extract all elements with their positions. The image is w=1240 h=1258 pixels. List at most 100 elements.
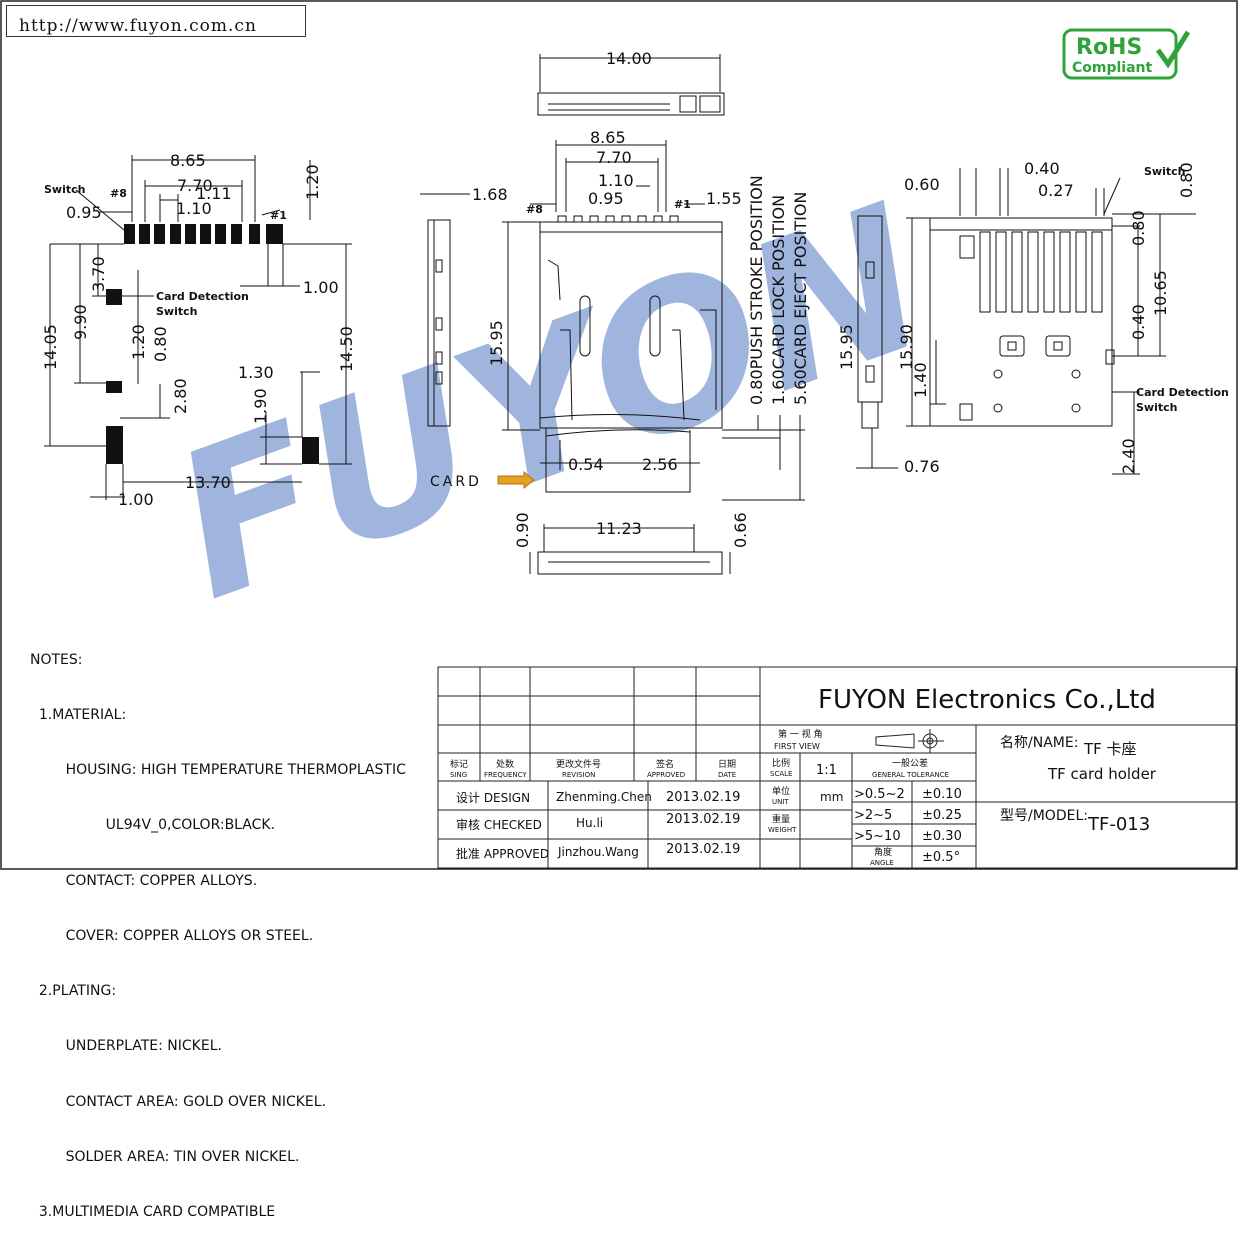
svg-text:0.40: 0.40 — [1024, 159, 1060, 178]
svg-text:1.20: 1.20 — [303, 164, 322, 200]
svg-text:0.54: 0.54 — [568, 455, 604, 474]
svg-text:Hu.li: Hu.li — [576, 816, 603, 830]
svg-text:单位: 单位 — [772, 785, 790, 797]
svg-text:15.95: 15.95 — [837, 324, 856, 370]
svg-text:15.90: 15.90 — [897, 324, 916, 370]
svg-text:>0.5~2: >0.5~2 — [854, 787, 905, 802]
svg-text:型号/MODEL:: 型号/MODEL: — [1000, 808, 1088, 824]
svg-text:1:1: 1:1 — [816, 763, 837, 778]
drawing-sheet: http://www.fuyon.com.cn RoHS Compliant F… — [0, 0, 1238, 1220]
svg-text:TF card holder: TF card holder — [1047, 765, 1157, 783]
svg-text:重量: 重量 — [772, 813, 790, 825]
svg-text:Switch: Switch — [156, 305, 197, 318]
svg-text:14.05: 14.05 — [41, 324, 60, 370]
svg-text:2013.02.19: 2013.02.19 — [666, 842, 740, 857]
svg-text:9.90: 9.90 — [71, 304, 90, 340]
svg-text:SCALE: SCALE — [770, 770, 792, 778]
svg-text:11.23: 11.23 — [596, 519, 642, 538]
svg-text:>2~5: >2~5 — [854, 808, 892, 823]
side-view-right — [856, 215, 898, 469]
svg-text:2.40: 2.40 — [1119, 438, 1138, 474]
svg-text:14.00: 14.00 — [606, 49, 652, 68]
svg-text:0.80PUSH STROKE POSITION: 0.80PUSH STROKE POSITION — [747, 175, 766, 405]
svg-text:1.11: 1.11 — [196, 184, 232, 203]
top-plan-view — [497, 140, 805, 501]
svg-text:WEIGHT: WEIGHT — [768, 826, 797, 834]
notes-title: NOTES: — [30, 651, 83, 668]
svg-text:#1: #1 — [674, 198, 691, 211]
svg-text:mm: mm — [820, 790, 843, 804]
svg-text:0.80: 0.80 — [151, 326, 170, 362]
svg-text:14.50: 14.50 — [337, 326, 356, 372]
svg-text:TF 卡座: TF 卡座 — [1083, 740, 1137, 758]
svg-text:1.30: 1.30 — [238, 363, 274, 382]
svg-text:标记: 标记 — [450, 758, 468, 770]
footprint-labels: Switch #8 #1 Card Detection Switch 8.65 … — [41, 151, 356, 509]
svg-text:1.00: 1.00 — [303, 278, 339, 297]
notes-block: NOTES: 1.MATERIAL: HOUSING: HIGH TEMPERA… — [30, 614, 406, 1258]
svg-text:审核 CHECKED: 审核 CHECKED — [456, 817, 542, 832]
svg-text:1.40: 1.40 — [911, 362, 930, 398]
svg-text:1.00: 1.00 — [118, 490, 154, 509]
svg-text:±0.30: ±0.30 — [922, 829, 962, 844]
svg-text:8.65: 8.65 — [170, 151, 206, 170]
svg-text:UNIT: UNIT — [772, 798, 789, 806]
svg-text:0.27: 0.27 — [1038, 181, 1074, 200]
svg-text:0.95: 0.95 — [588, 189, 624, 208]
svg-text:签名: 签名 — [656, 758, 674, 770]
svg-text:Card Detection: Card Detection — [156, 290, 249, 303]
notes-line: HOUSING: HIGH TEMPERATURE THERMOPLASTIC — [30, 762, 406, 779]
svg-text:FUYON Electronics Co.,Ltd: FUYON Electronics Co.,Ltd — [818, 685, 1156, 715]
website-box: http://www.fuyon.com.cn — [6, 5, 306, 37]
drawing-canvas: FUYON — [0, 0, 1238, 870]
side-view-left — [420, 193, 470, 427]
bottom-plan-view — [906, 168, 1196, 475]
svg-text:一般公差: 一般公差 — [892, 757, 928, 769]
svg-text:处数: 处数 — [496, 758, 514, 770]
bottom-front-labels: 11.23 0.90 0.66 — [513, 512, 750, 548]
notes-line: CONTACT: COPPER ALLOYS. — [30, 872, 258, 889]
svg-text:SING: SING — [450, 771, 467, 779]
svg-text:0.90: 0.90 — [513, 512, 532, 548]
notes-line: SOLDER AREA: TIN OVER NICKEL. — [30, 1148, 300, 1165]
svg-text:更改文件号: 更改文件号 — [556, 758, 601, 770]
top-front-view — [537, 54, 725, 116]
svg-text:RoHS: RoHS — [1076, 35, 1142, 60]
svg-text:0.95: 0.95 — [66, 203, 102, 222]
svg-text:CARD: CARD — [430, 474, 482, 490]
bottom-front-view — [529, 524, 731, 575]
notes-line: COVER: COPPER ALLOYS OR STEEL. — [30, 927, 314, 944]
svg-text:设计 DESIGN: 设计 DESIGN — [456, 791, 530, 805]
svg-text:名称/NAME:: 名称/NAME: — [1000, 735, 1078, 751]
title-block — [437, 666, 1237, 869]
website-link[interactable]: http://www.fuyon.com.cn — [19, 16, 257, 36]
svg-text:13.70: 13.70 — [185, 473, 231, 492]
svg-text:TF-013: TF-013 — [1087, 814, 1150, 835]
svg-text:Switch: Switch — [1144, 165, 1185, 178]
svg-text:0.40: 0.40 — [1129, 304, 1148, 340]
footprint-view — [44, 155, 352, 500]
svg-text:批准 APPROVED: 批准 APPROVED — [456, 846, 549, 861]
svg-text:日期: 日期 — [718, 759, 736, 770]
svg-text:1.90: 1.90 — [251, 388, 270, 424]
svg-text:FREQUENCY: FREQUENCY — [484, 771, 527, 779]
svg-text:Zhenming.Chen: Zhenming.Chen — [556, 790, 652, 804]
svg-text:7.70: 7.70 — [596, 148, 632, 167]
svg-text:±0.10: ±0.10 — [922, 787, 962, 802]
svg-text:Jinzhou.Wang: Jinzhou.Wang — [557, 845, 639, 859]
svg-text:FIRST VIEW: FIRST VIEW — [774, 742, 820, 751]
checkmark-icon — [1155, 30, 1190, 69]
svg-text:2.80: 2.80 — [171, 378, 190, 414]
svg-text:Switch: Switch — [44, 183, 85, 196]
notes-line: UL94V_0,COLOR:BLACK. — [30, 817, 276, 834]
svg-text:1.20: 1.20 — [129, 324, 148, 360]
svg-text:1.10: 1.10 — [598, 171, 634, 190]
svg-text:3.70: 3.70 — [89, 256, 108, 292]
svg-text:0.80: 0.80 — [1177, 162, 1196, 198]
sheet-border — [0, 0, 1238, 870]
svg-text:#8: #8 — [110, 187, 127, 200]
notes-line: 2.PLATING: — [30, 983, 117, 1000]
svg-text:1.10: 1.10 — [176, 199, 212, 218]
svg-text:±0.5°: ±0.5° — [922, 850, 960, 865]
svg-text:10.65: 10.65 — [1151, 270, 1170, 316]
